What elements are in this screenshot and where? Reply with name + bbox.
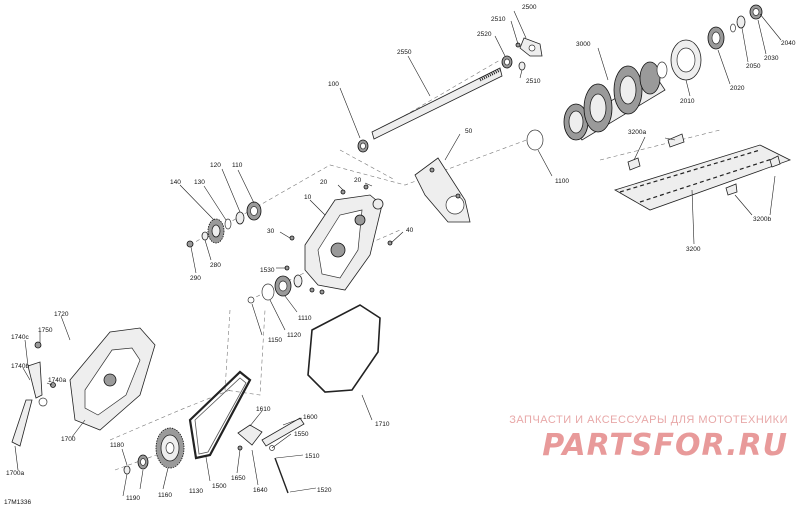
sprocket-1130	[123, 427, 185, 475]
callout-2500: 2500	[522, 4, 537, 11]
callout-1190: 1190	[126, 495, 140, 502]
slide-rail-3200	[614, 133, 792, 211]
callout-1150: 1150	[268, 337, 282, 344]
callout-1610: 1610	[256, 406, 271, 413]
callout-280: 280	[210, 262, 221, 269]
bracket-50	[414, 157, 471, 223]
callout-20-right: 20	[354, 177, 362, 184]
lower-bearing-set	[247, 274, 303, 304]
gasket-1710	[307, 304, 381, 393]
callout-1550: 1550	[294, 431, 309, 438]
callout-1500: 1500	[212, 483, 227, 490]
callout-2010: 2010	[680, 98, 695, 105]
callout-1510: 1510	[305, 453, 320, 460]
callout-1700: 1700	[61, 436, 76, 443]
callout-2030: 2030	[764, 55, 779, 62]
callout-labels: 2500 2510 2520 2510 2550 100 50 3000 110…	[6, 4, 796, 502]
callout-10: 10	[304, 194, 312, 201]
callout-1750: 1750	[38, 327, 53, 334]
drawing-code: 17M1336	[4, 499, 32, 506]
cover-1700	[69, 327, 156, 431]
drive-shaft-2550	[357, 67, 503, 153]
callout-30: 30	[267, 228, 275, 235]
callout-2020: 2020	[730, 85, 745, 92]
leader-lines	[14, 10, 782, 497]
callout-1520: 1520	[317, 487, 332, 494]
callout-1180: 1180	[110, 442, 124, 449]
callout-1120: 1120	[287, 332, 301, 339]
upper-sprocket-set	[186, 201, 262, 248]
tensioner-1600	[237, 417, 305, 494]
callout-1110: 1110	[298, 315, 312, 322]
callout-140: 140	[170, 179, 181, 186]
chaincase-10	[304, 194, 384, 291]
chain-1500	[188, 370, 252, 460]
callout-20-left: 20	[320, 179, 328, 186]
callout-2520: 2520	[477, 31, 492, 38]
callout-3200: 3200	[686, 246, 701, 253]
callout-2050: 2050	[746, 63, 761, 70]
callout-1740b: 1740b	[11, 363, 29, 370]
callout-110: 110	[232, 162, 243, 169]
drive-axle-3000	[563, 61, 668, 141]
callout-3000: 3000	[576, 41, 591, 48]
callout-2040: 2040	[781, 40, 796, 47]
callout-1160: 1160	[158, 492, 172, 499]
callout-1650: 1650	[231, 475, 246, 482]
callout-2510-bottom: 2510	[526, 78, 541, 85]
callout-2510-top: 2510	[491, 16, 506, 23]
seal-1100	[526, 129, 544, 151]
callout-1740c: 1740c	[11, 334, 29, 341]
callout-1530: 1530	[260, 267, 275, 274]
callout-130: 130	[194, 179, 205, 186]
callout-40: 40	[406, 227, 414, 234]
callout-3200a: 3200a	[628, 129, 646, 136]
callout-50: 50	[465, 128, 473, 135]
bearing-set-2500	[501, 37, 543, 71]
callout-290: 290	[190, 275, 201, 282]
callout-1100: 1100	[555, 178, 569, 185]
callout-3200b: 3200b	[753, 216, 771, 223]
callout-2550: 2550	[397, 49, 412, 56]
callout-1700a: 1700a	[6, 470, 24, 477]
fasteners	[284, 184, 393, 295]
sensor-bracket-1740	[11, 341, 56, 447]
callout-1600: 1600	[303, 414, 318, 421]
callout-1740a: 1740a	[48, 377, 66, 384]
callout-100: 100	[328, 81, 339, 88]
callout-1640: 1640	[253, 487, 268, 494]
callout-120: 120	[210, 162, 221, 169]
bearing-flange-2010	[670, 4, 763, 81]
callout-1130: 1130	[189, 488, 203, 495]
callout-1720: 1720	[54, 311, 69, 318]
callout-1710: 1710	[375, 421, 390, 428]
